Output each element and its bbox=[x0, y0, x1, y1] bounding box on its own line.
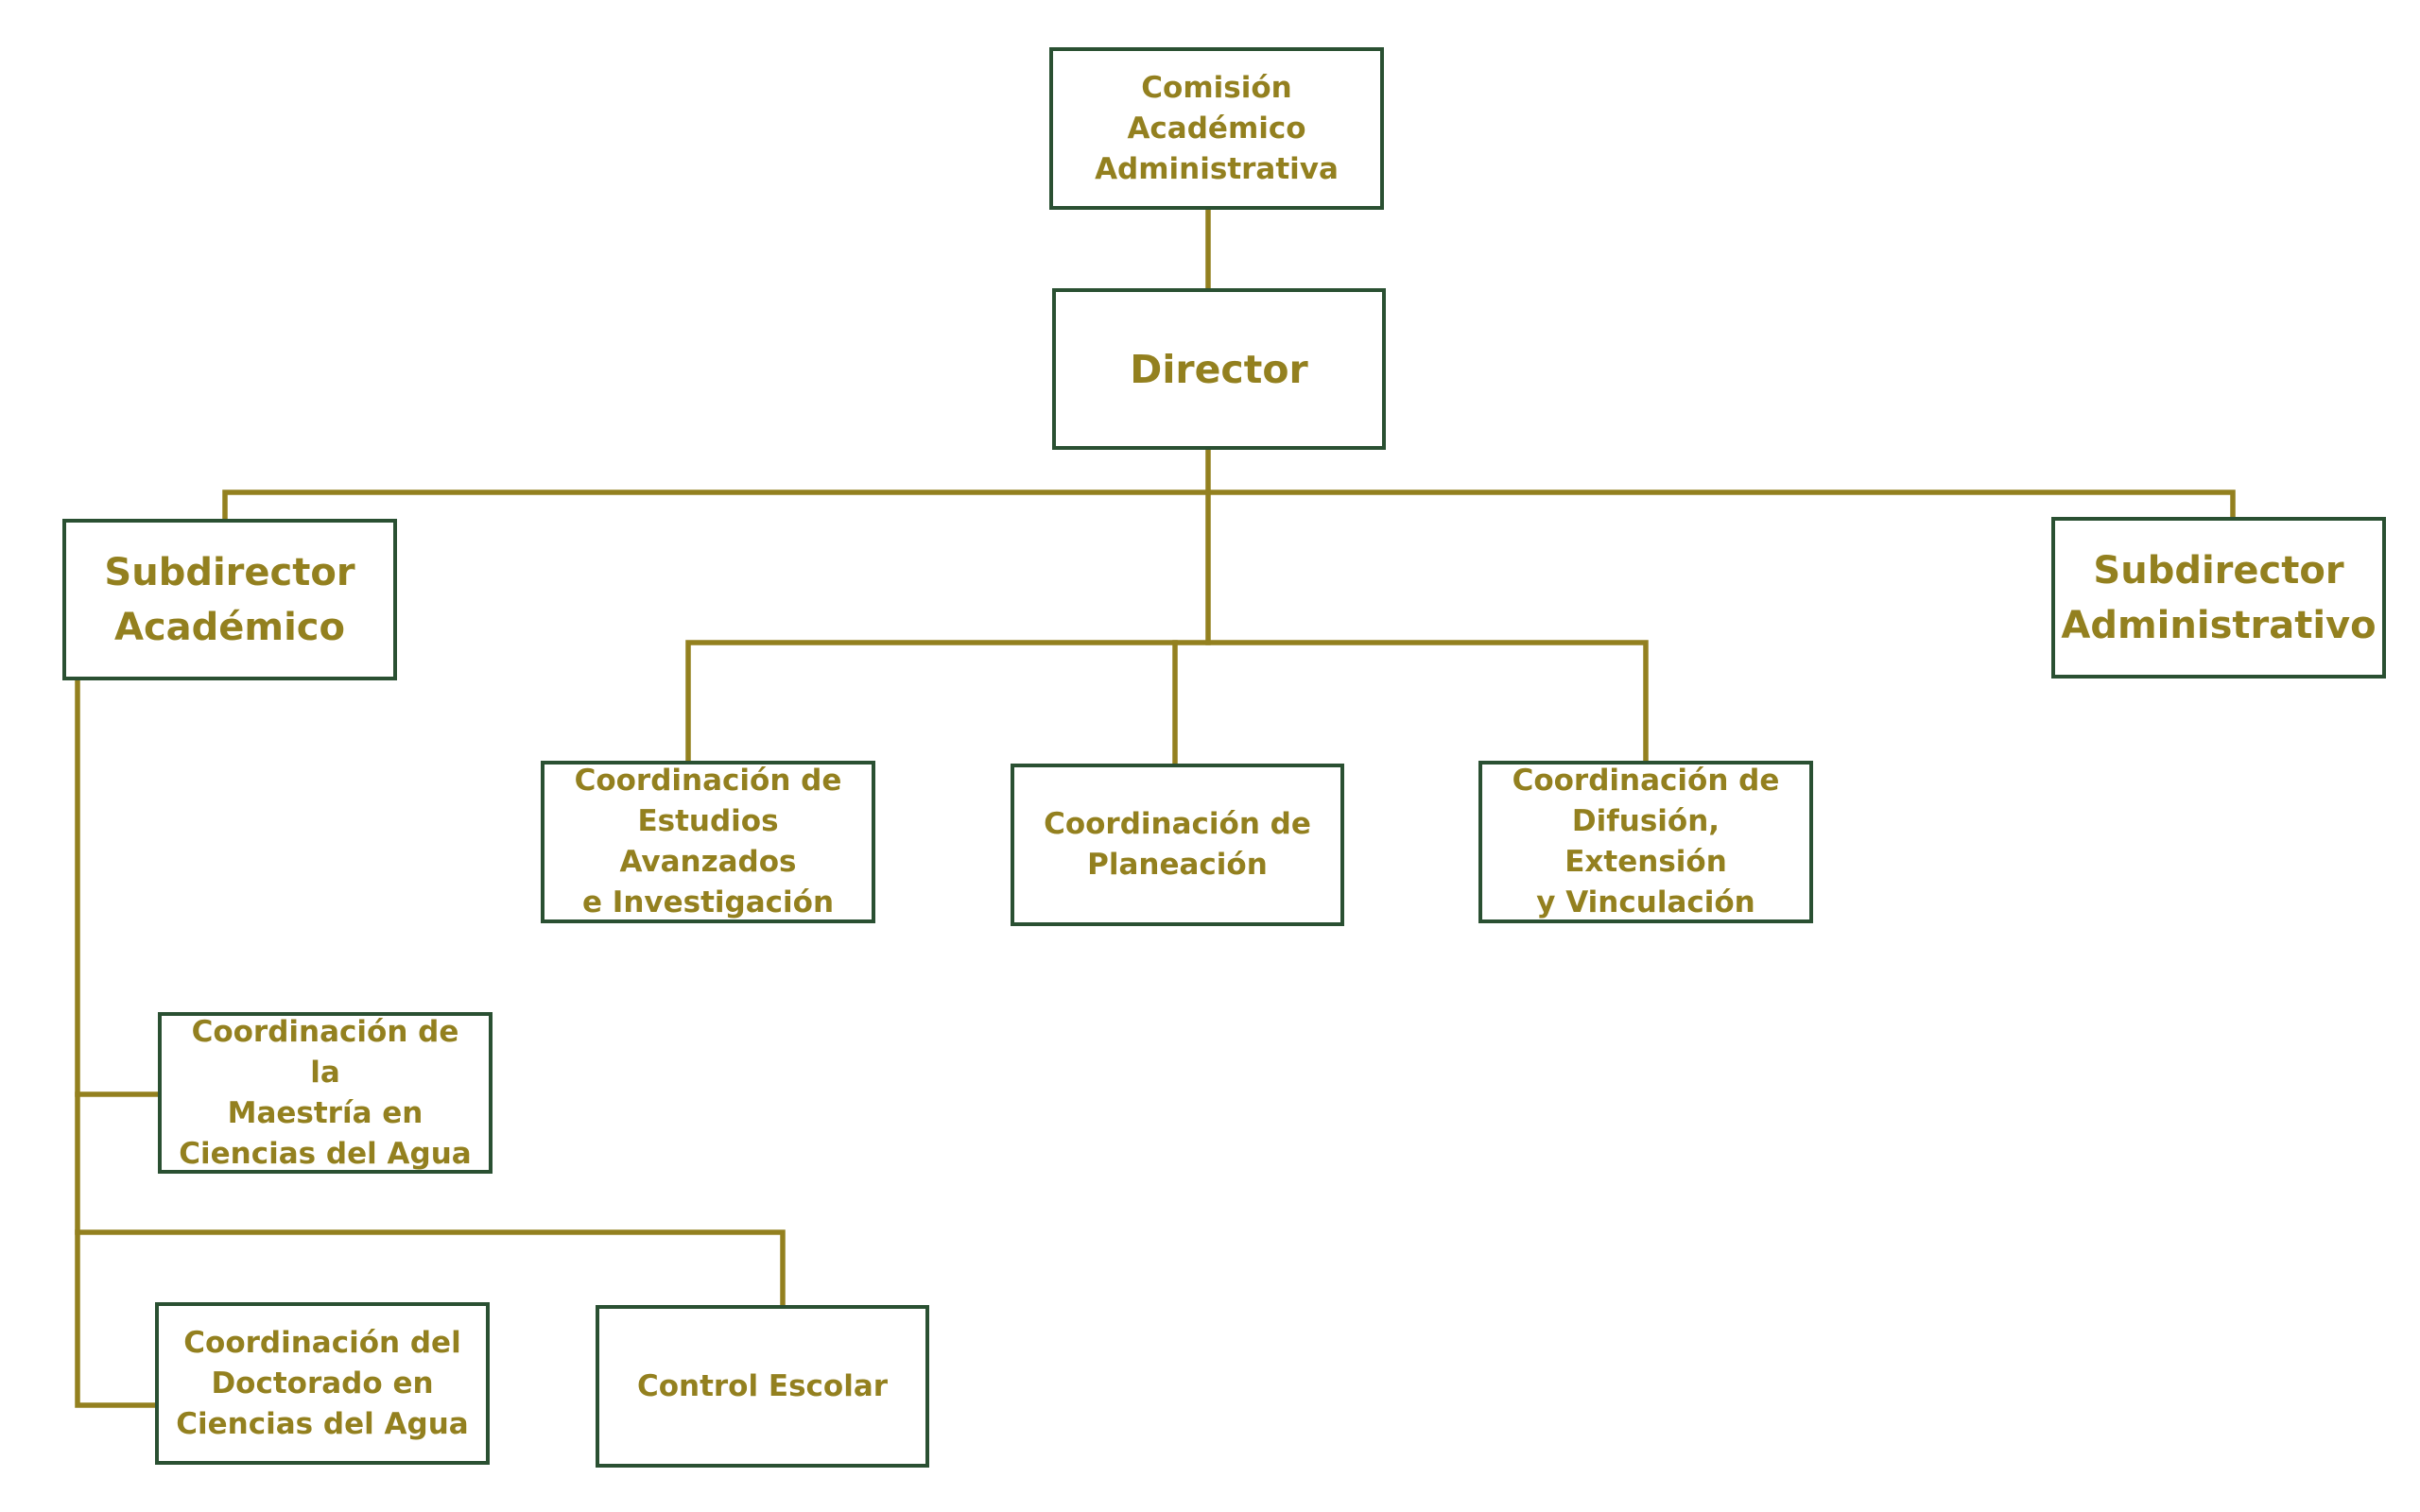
node-control-escolar-label: Control Escolar bbox=[636, 1368, 889, 1403]
node-coord-doctorado: Coordinación del Doctorado en Ciencias d… bbox=[155, 1302, 490, 1465]
node-director: Director bbox=[1052, 288, 1386, 450]
node-subdirector-administrativo: Subdirector Administrativo bbox=[2051, 517, 2386, 679]
node-coord-maestria-label: Coordinación de la Maestría en Ciencias … bbox=[179, 1014, 472, 1171]
edge-academico-spine bbox=[75, 678, 161, 1408]
node-coord-difusion: Coordinación de Difusión, Extensión y Vi… bbox=[1478, 761, 1813, 923]
node-coord-difusion-label: Coordinación de Difusión, Extensión y Vi… bbox=[1512, 764, 1780, 919]
node-subdirector-administrativo-label: Subdirector Administrativo bbox=[2061, 548, 2377, 647]
node-control-escolar: Control Escolar bbox=[596, 1305, 929, 1468]
node-comision-label: Comisión Académico Administrativa bbox=[1095, 70, 1339, 186]
edge-coordinations-bar bbox=[685, 640, 1649, 766]
node-coord-doctorado-label: Coordinación del Doctorado en Ciencias d… bbox=[176, 1325, 469, 1441]
node-subdirector-academico: Subdirector Académico bbox=[62, 519, 397, 680]
node-coord-estudios: Coordinación de Estudios Avanzados e Inv… bbox=[541, 761, 875, 923]
node-director-label: Director bbox=[1130, 346, 1308, 392]
node-coord-planeacion: Coordinación de Planeación bbox=[1011, 764, 1344, 926]
node-coord-maestria: Coordinación de la Maestría en Ciencias … bbox=[158, 1012, 493, 1174]
edge-subdirectors-bar bbox=[222, 490, 2236, 524]
node-comision: Comisión Académico Administrativa bbox=[1049, 47, 1384, 210]
node-subdirector-academico-label: Subdirector Académico bbox=[104, 550, 355, 649]
node-coord-planeacion-label: Coordinación de Planeación bbox=[1044, 807, 1311, 882]
node-coord-estudios-label: Coordinación de Estudios Avanzados e Inv… bbox=[574, 764, 842, 919]
edge-control-escolar bbox=[75, 1229, 786, 1311]
